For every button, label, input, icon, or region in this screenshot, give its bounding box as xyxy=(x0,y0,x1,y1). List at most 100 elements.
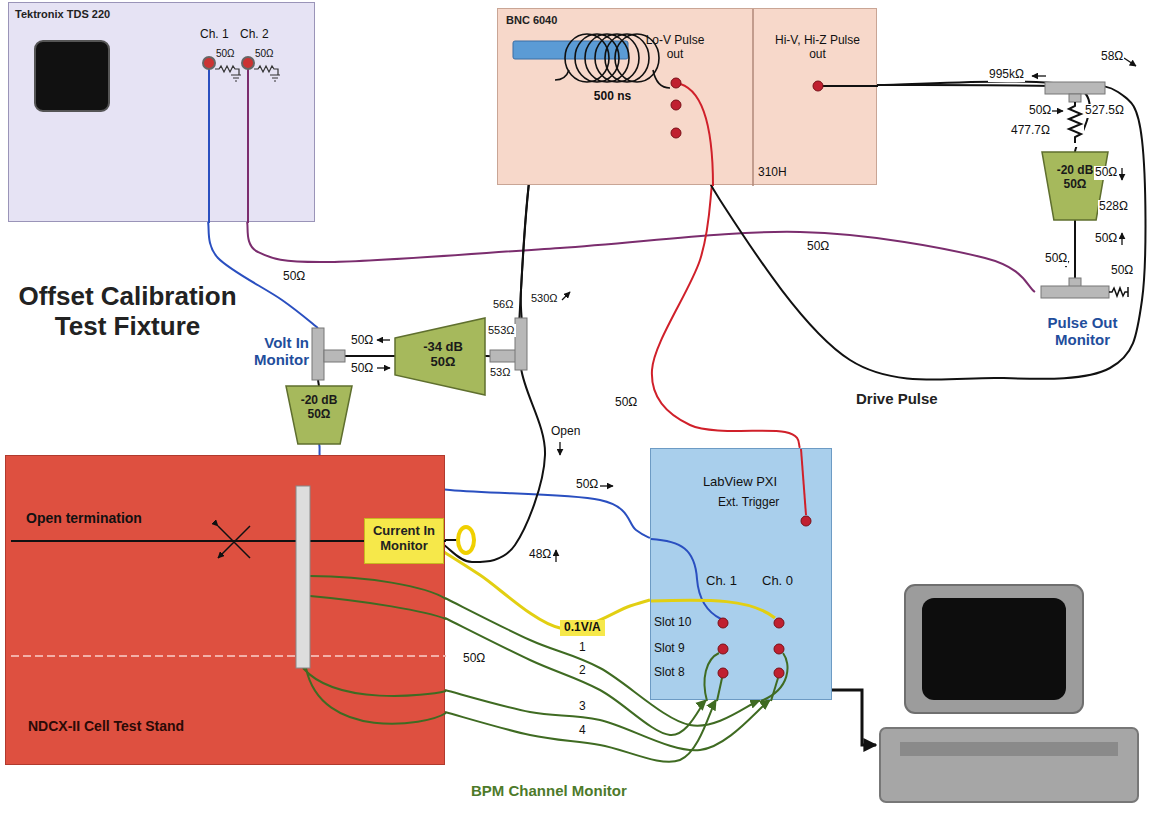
part-label: Ch. 1 xyxy=(200,27,229,41)
part-label: Ext. Trigger xyxy=(718,496,779,510)
generator-detail xyxy=(513,41,628,59)
cable-connector xyxy=(444,552,650,629)
cable-label: 1 xyxy=(578,641,587,655)
part-label: 50Ω xyxy=(1111,263,1133,277)
cable-label: 50Ω xyxy=(575,478,599,492)
delay-cable-coil xyxy=(555,70,569,80)
impedance-arrow xyxy=(600,485,613,486)
part-label: 310H xyxy=(758,166,787,180)
cable-label: 50Ω xyxy=(283,269,305,283)
part-label: 553Ω xyxy=(488,324,515,336)
part-label: Ext. Trigger xyxy=(718,495,779,509)
part-label: 50Ω xyxy=(1045,251,1067,265)
part-label: 58Ω xyxy=(1101,49,1123,63)
diagram-title: Offset Calibration Test Fixture xyxy=(18,281,236,341)
generator-detail xyxy=(676,83,713,186)
part-label: 477.7Ω xyxy=(1011,123,1050,137)
part-label: 50Ω xyxy=(255,48,274,60)
part-label: 50Ω xyxy=(1029,103,1051,117)
daq-detail xyxy=(718,668,728,678)
resistor-symbol xyxy=(1069,102,1081,143)
attenuator-outline xyxy=(286,386,352,444)
part-label: Ch. 2 xyxy=(240,27,269,41)
node-text: Volt In Monitor xyxy=(225,334,309,369)
part-label: 50Ω xyxy=(462,652,486,666)
cable-connector xyxy=(1074,220,1076,278)
monitor-tee: Volt In Monitor xyxy=(225,328,345,380)
part-label: 48Ω xyxy=(529,547,551,561)
cable-label: 2 xyxy=(579,663,586,677)
impedance-arrow xyxy=(1121,168,1122,180)
node-text: -34 dB 50Ω xyxy=(413,340,473,370)
generator-detail xyxy=(671,128,681,138)
impedance-arrow xyxy=(1032,75,1046,76)
attenuator-outline xyxy=(395,318,485,395)
tee-connector xyxy=(1045,82,1105,94)
part-label: Slot 10 xyxy=(654,616,691,630)
daq-detail xyxy=(771,678,778,701)
daq-detail xyxy=(717,678,722,701)
node-text: 500 ns xyxy=(555,90,670,104)
cable-label: 50Ω xyxy=(806,240,830,254)
impedance-arrow xyxy=(555,550,556,562)
delay-cable-coil xyxy=(595,34,639,82)
node-text: Tektronix TDS 220 xyxy=(15,8,215,21)
test-stand-detail xyxy=(296,486,310,668)
attenuator: -34 dB 50Ω xyxy=(395,318,485,395)
part-label: 50Ω xyxy=(216,48,235,59)
part-label: 50Ω xyxy=(1110,264,1134,278)
test-stand-detail xyxy=(11,655,446,657)
data-link-arrow xyxy=(830,690,876,745)
cable-label: 0.1V/A xyxy=(560,620,605,636)
computer-icon xyxy=(880,728,1138,802)
daq-detail xyxy=(718,516,811,678)
node-text: NDCX-II Cell Test Stand xyxy=(28,718,288,734)
part-label: 528Ω xyxy=(1099,199,1128,213)
generator-detail xyxy=(818,85,878,87)
impedance-arrow xyxy=(562,292,570,300)
part-label: 477.7Ω xyxy=(1010,124,1051,138)
oscilloscope-detail xyxy=(203,57,215,69)
cable-connector xyxy=(652,185,800,448)
node-text: Pulse Out Monitor xyxy=(1035,314,1130,349)
part-label: Slot 10 xyxy=(654,615,691,629)
generator-detail xyxy=(671,100,681,110)
daq-detail xyxy=(774,668,784,678)
cable-label: 50Ω xyxy=(282,270,306,284)
part-label: Ch. 0 xyxy=(762,573,793,588)
part-label: Lo-V Pulse out xyxy=(646,33,705,61)
resistor-symbol xyxy=(1066,102,1084,147)
cable-label: 3 xyxy=(578,700,587,714)
part-label: 530Ω xyxy=(531,292,558,304)
impedance-arrow xyxy=(1121,233,1122,245)
test-stand-panel: NDCX-II Cell Test Stand Current In Monito… xyxy=(5,455,445,765)
oscilloscope-detail xyxy=(247,69,249,223)
tee-connector xyxy=(490,350,516,362)
attenuator: -20 dB 50Ω xyxy=(286,386,352,444)
current-monitor-ring xyxy=(445,527,474,553)
part-label: 50Ω xyxy=(255,48,274,59)
part-label: Drive Pulse xyxy=(856,390,938,407)
part-label: Open termination xyxy=(26,510,142,526)
part-label: 50Ω xyxy=(1028,104,1052,118)
oscilloscope-detail xyxy=(35,41,109,111)
computer-icon xyxy=(905,585,1083,713)
cable-label: 3 xyxy=(579,699,586,713)
part-label: 995kΩ xyxy=(989,67,1024,81)
node-text: Current In Monitor xyxy=(367,524,441,554)
cable-label: 0.1V/A xyxy=(564,620,601,634)
part-label: 53Ω xyxy=(489,366,511,379)
cable-label: 1 xyxy=(579,640,586,654)
cable-label: 50Ω xyxy=(614,396,638,410)
tee-connector xyxy=(324,350,345,362)
monitor-label-box: Current In Monitor xyxy=(364,518,444,564)
part-label: Hi-V, Hi-Z Pulse out xyxy=(775,33,860,61)
part-label: 530Ω xyxy=(530,292,559,305)
part-label: Open xyxy=(551,424,580,438)
delay-cable-coil xyxy=(653,70,670,88)
part-label: 310H xyxy=(758,165,787,179)
part-label: 56Ω xyxy=(492,298,514,311)
part-label: 50Ω xyxy=(1095,231,1117,245)
oscilloscope-detail xyxy=(254,66,280,81)
